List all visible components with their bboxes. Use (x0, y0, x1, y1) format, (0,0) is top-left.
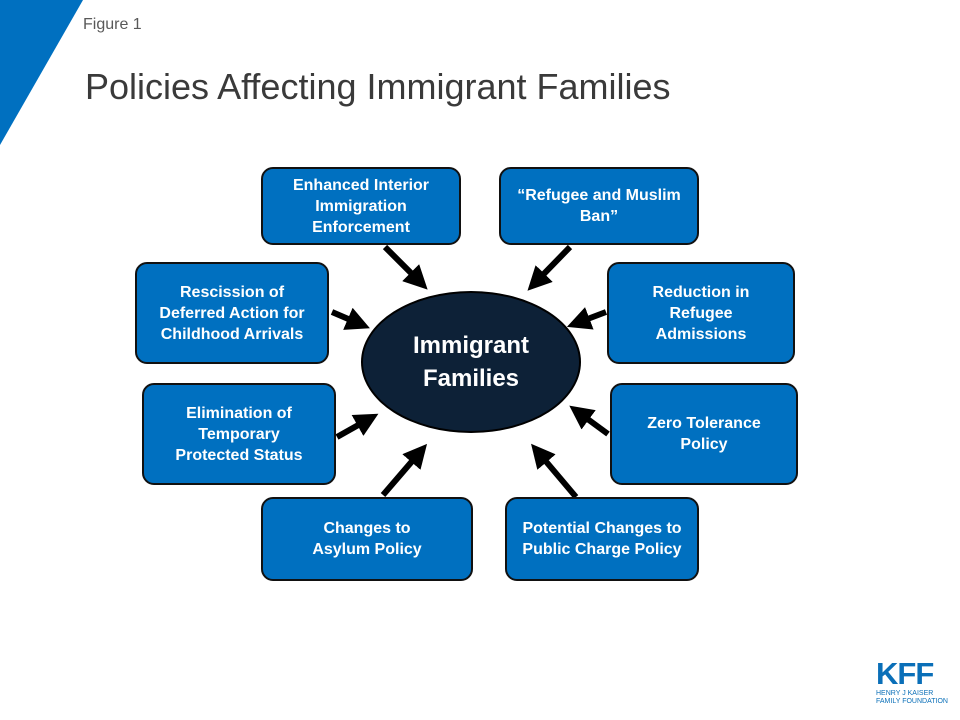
figure-label: Figure 1 (83, 16, 142, 33)
node-enhanced-interior-enforcement: Enhanced Interior Immigration Enforcemen… (261, 167, 461, 245)
arrow-refugee-reduction (566, 307, 608, 330)
node-daca-rescission: Rescission of Deferred Action for Childh… (135, 262, 329, 364)
page-title: Policies Affecting Immigrant Families (85, 66, 671, 107)
node-refugee-muslim-ban: “Refugee and Muslim Ban” (499, 167, 699, 245)
kff-logo: KFF HENRY J KAISER FAMILY FOUNDATION (876, 656, 948, 706)
arrow-refugee-ban (527, 244, 573, 291)
arrow-daca (330, 307, 370, 330)
center-node-immigrant-families: Immigrant Families (361, 291, 581, 433)
logo-subtitle-1: HENRY J KAISER (876, 690, 934, 697)
center-label: Immigrant Families (412, 332, 529, 392)
node-label: Changes to Asylum Policy (312, 520, 422, 558)
node-label: Zero Tolerance Policy (647, 415, 761, 453)
node-public-charge-changes: Potential Changes to Public Charge Polic… (505, 497, 699, 581)
node-label: Reduction in Refugee Admissions (652, 283, 750, 343)
corner-accent-shape (0, 0, 83, 145)
arrow-tps (335, 413, 379, 440)
arrow-enhanced-interior (382, 244, 428, 290)
arrow-public-charge (531, 443, 579, 499)
arrow-asylum (380, 443, 428, 497)
node-label: Enhanced Interior Immigration Enforcemen… (292, 176, 430, 236)
logo-wordmark: KFF (876, 656, 934, 691)
node-asylum-policy-changes: Changes to Asylum Policy (261, 497, 473, 581)
arrow-zero-tolerance (569, 405, 610, 437)
node-label: “Refugee and Muslim Ban” (517, 187, 681, 225)
node-label: Elimination of Temporary Protected Statu… (175, 404, 303, 464)
logo-subtitle-2: FAMILY FOUNDATION (876, 698, 948, 705)
node-zero-tolerance-policy: Zero Tolerance Policy (610, 383, 798, 485)
node-label: Rescission of Deferred Action for Childh… (159, 283, 305, 343)
node-label: Potential Changes to Public Charge Polic… (522, 520, 682, 558)
node-refugee-admissions-reduction: Reduction in Refugee Admissions (607, 262, 795, 364)
node-tps-elimination: Elimination of Temporary Protected Statu… (142, 383, 336, 485)
